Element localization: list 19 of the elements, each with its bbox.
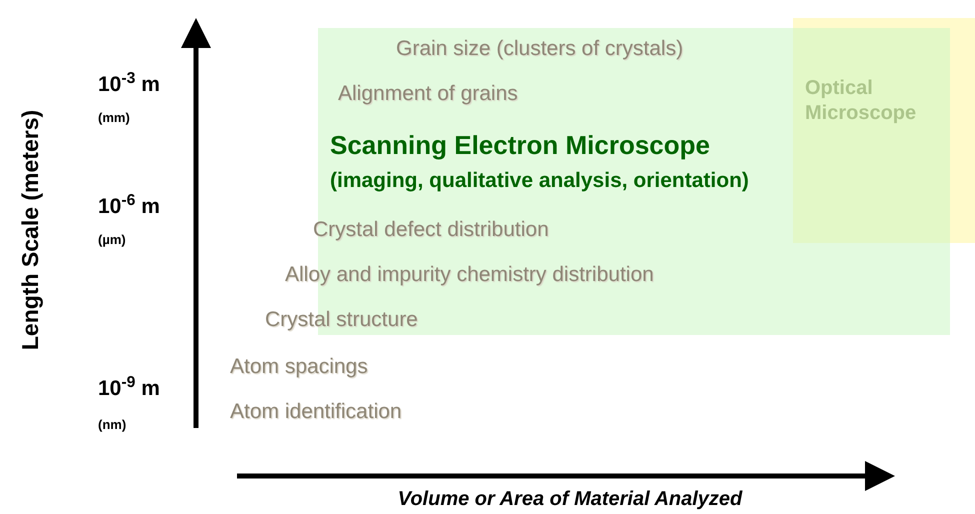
region-subtitle: (imaging, qualitative analysis, orientation) (330, 168, 749, 194)
scale-feature-label: Atom identification (230, 401, 402, 422)
scale-feature-label: Alloy and impurity chemistry distribution (285, 264, 654, 285)
unit-label: (nm) (98, 418, 126, 431)
axis-title: Volume or Area of Material Analyzed (398, 487, 742, 512)
region-title: Optical Microscope (805, 76, 918, 126)
scale-tick-label: 10$^{-9}$ m (98, 378, 160, 399)
scale-feature-label: Grain size (clusters of crystals) (396, 38, 684, 59)
scale-feature-label: Atom spacings (230, 356, 368, 377)
optical-range-region (793, 18, 975, 243)
axis-title: Length Scale (meters) (16, 110, 44, 350)
unit-label: (mm) (98, 111, 130, 124)
unit-label: (µm) (98, 233, 126, 246)
scale-feature-label: Alignment of grains (338, 83, 518, 104)
scale-tick-label: 10$^{-3}$ m (98, 74, 160, 95)
scale-tick-label: 10$^{-6}$ m (98, 196, 160, 217)
region-title: Scanning Electron Microscope (330, 129, 711, 162)
scale-feature-label: Crystal defect distribution (313, 219, 549, 240)
scale-feature-label: Crystal structure (265, 309, 418, 330)
